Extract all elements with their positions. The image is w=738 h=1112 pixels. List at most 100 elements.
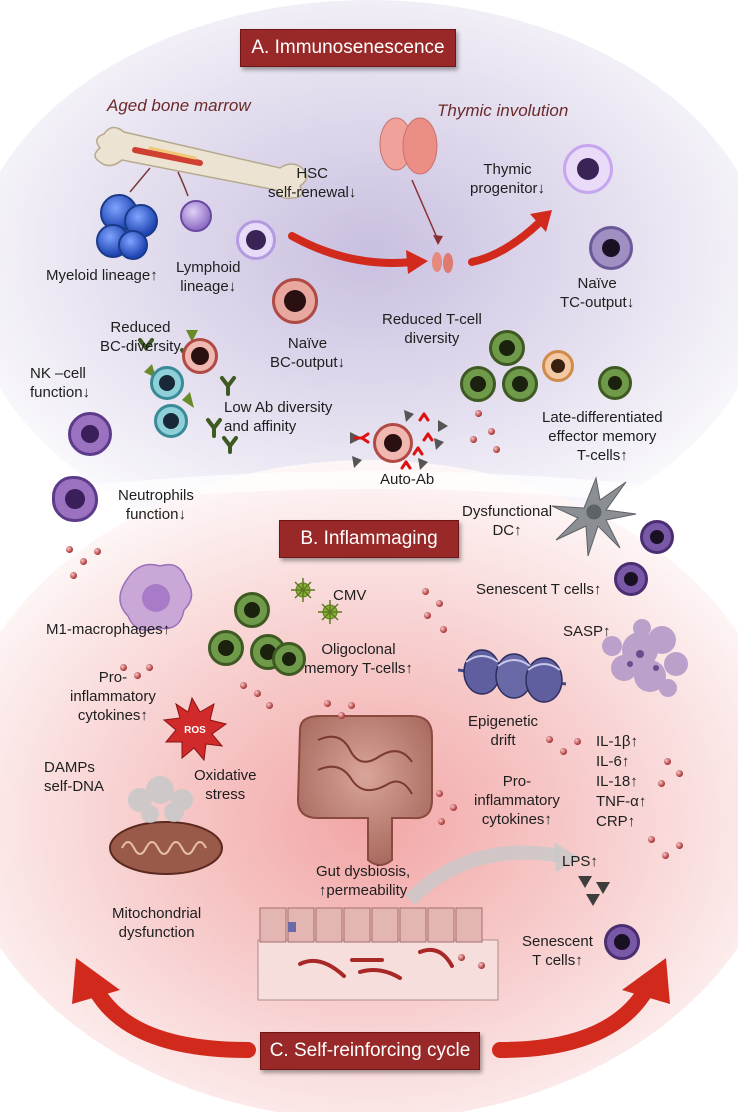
section-a-banner: A. Immunosenescence — [240, 29, 456, 67]
pro-inflam-left-line1: Pro- — [98, 669, 128, 686]
naive-tc-line1: Naïve — [577, 275, 617, 292]
cytokine-dot — [80, 558, 87, 565]
section-c-banner: C. Self-reinforcing cycle — [260, 1032, 480, 1070]
cytokine-dot — [146, 664, 153, 671]
cytokine-dot — [560, 748, 567, 755]
gut-dysbiosis-label: Gut dysbiosis, ↑permeability — [316, 862, 410, 900]
aged-bone-marrow-heading: Aged bone marrow — [107, 96, 251, 115]
cytokine-dot — [266, 702, 273, 709]
cycle-arrow-right — [492, 982, 654, 1058]
epigenetic-line1: Epigenetic — [468, 713, 539, 730]
naive-bc-label: Naïve BC-output↓ — [270, 334, 345, 372]
cytokine-dot — [324, 700, 331, 707]
thymus-icon — [379, 117, 438, 175]
lymphoid-cell-icon — [180, 200, 212, 232]
pro-inflam-right-line2: inflammatory — [474, 792, 560, 809]
oligoclonal-t-cell-icon — [234, 592, 270, 628]
section-b-title: B. Inflammaging — [300, 528, 438, 549]
nk-line2: function↓ — [30, 384, 91, 401]
reduced-bc-line2: BC-diversity — [100, 338, 181, 355]
cytokine-dot — [662, 852, 669, 859]
lps-label: LPS↑ — [562, 853, 598, 870]
reduced-bc-line1: Reduced — [110, 319, 171, 336]
hsc-to-thymus-arrow — [288, 232, 416, 267]
bone-icon — [94, 126, 308, 200]
cytokine-dot — [648, 836, 655, 843]
intestine-icon — [296, 715, 433, 866]
dna-release-icon — [128, 776, 193, 823]
ros-burst-icon — [162, 696, 228, 762]
pro-inflam-left-line3: cytokines↑ — [77, 707, 148, 724]
cytokine-dot — [440, 626, 447, 633]
b-cell-icon — [150, 366, 184, 400]
low-ab-line2: and affinity — [224, 418, 297, 435]
cmv-label: CMV — [333, 587, 367, 604]
involuted-thymus-icon — [432, 252, 453, 273]
thymic-progenitor-line1: Thymic — [483, 161, 532, 178]
mitochondrion-icon — [109, 821, 223, 875]
dc-line1: Dysfunctional — [462, 503, 553, 520]
sasp-label: SASP↑ — [563, 623, 611, 640]
dc-line2: DC↑ — [492, 522, 522, 539]
cytokine-dot — [70, 572, 77, 579]
cytokine-il1b: IL-1β↑ — [596, 733, 638, 750]
hsc-label-line1: HSC — [296, 165, 329, 182]
neutrophils-label: Neutrophils function↓ — [118, 486, 194, 524]
macrophage-icon — [119, 563, 193, 631]
epigenetic-label: Epigenetic drift — [468, 712, 538, 750]
pro-inflam-right-line1: Pro- — [502, 773, 532, 790]
cytokine-dot — [436, 790, 443, 797]
cytokine-dot — [66, 546, 73, 553]
memory-t-cell-icon — [542, 350, 574, 382]
memory-t-cell-icon — [598, 366, 632, 400]
cytokine-dot — [676, 770, 683, 777]
cytokine-dot — [493, 446, 500, 453]
auto-antibody-icons — [353, 412, 434, 470]
naive-bc-line2: BC-output↓ — [270, 354, 346, 371]
mito-line1: Mitochondrial — [112, 905, 202, 922]
cytokine-dot — [664, 758, 671, 765]
nk-label: NK –cell function↓ — [30, 364, 90, 402]
memory-t-cell-icon — [502, 366, 538, 402]
cytokine-dot — [658, 780, 665, 787]
pro-inflammatory-left-label: Pro- inflammatory cytokines↑ — [70, 668, 156, 725]
oligoclonal-label: Oligoclonal memory T-cells↑ — [304, 640, 413, 678]
reduced-tcell-line1: Reduced T-cell — [382, 311, 482, 328]
mitochondrial-label: Mitochondrial dysfunction — [112, 904, 201, 942]
thymus-to-progenitor-arrow — [468, 218, 544, 266]
cytokine-list: IL-1β↑ IL-6↑ IL-18↑ TNF-α↑ CRP↑ — [596, 732, 646, 832]
naive-b-cell-icon — [272, 278, 318, 324]
senescent-t-cell-icon — [614, 562, 648, 596]
nk-line1: NK –cell — [30, 365, 86, 382]
cytokine-dot — [134, 672, 141, 679]
thymic-progenitor-label: Thymic progenitor↓ — [470, 160, 545, 198]
cytokine-dot — [488, 428, 495, 435]
gut-epithelium-icon — [257, 907, 499, 1001]
cytokine-dot — [574, 738, 581, 745]
sen-t-bottom-line2: T cells↑ — [532, 952, 583, 969]
naive-tc-line2: TC-output↓ — [560, 294, 635, 311]
cytokine-il6: IL-6↑ — [596, 753, 630, 770]
naive-bc-line1: Naïve — [287, 335, 328, 352]
lps-triangles — [578, 876, 610, 906]
oligoclonal-t-cell-icon — [272, 642, 306, 676]
senescent-t-cell-icon — [604, 924, 640, 960]
late-diff-line2: effector memory — [548, 428, 657, 445]
myeloid-cell-icon — [118, 230, 148, 260]
cytokine-dot — [438, 818, 445, 825]
oxidative-stress-label: Oxidative stress — [194, 766, 257, 804]
mito-line2: dysfunction — [118, 924, 195, 941]
cytokine-crp: CRP↑ — [596, 813, 636, 830]
low-ab-label: Low Ab diversity and affinity — [224, 398, 332, 436]
thymic-involution-heading: Thymic involution — [437, 101, 569, 120]
cytokine-dot — [676, 842, 683, 849]
cytokine-dot — [94, 548, 101, 555]
cytokine-dot — [436, 600, 443, 607]
lymphoid-line1: Lymphoid — [176, 259, 241, 276]
damps-label: DAMPs self-DNA — [44, 758, 104, 796]
cytokine-dot — [546, 736, 553, 743]
epigenetic-chromatin-icon — [457, 649, 567, 703]
pro-inflammatory-right-label: Pro- inflammatory cytokines↑ — [474, 772, 560, 829]
oxidative-line2: stress — [205, 786, 246, 803]
